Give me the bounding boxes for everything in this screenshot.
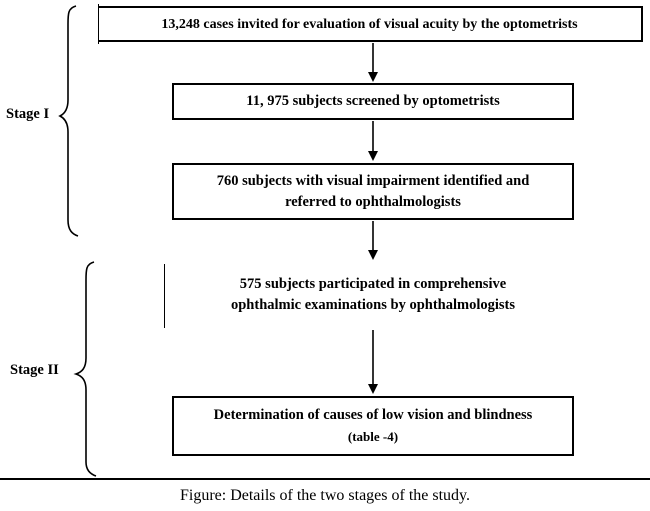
arrowhead-2 xyxy=(368,151,378,161)
screened-subjects-text: 11, 975 subjects screened by optometrist… xyxy=(246,93,500,109)
determination-line2: (table -4) xyxy=(347,429,399,444)
visual-impairment-line1: 760 subjects with visual impairment iden… xyxy=(216,172,530,189)
arrowhead-4 xyxy=(368,384,378,394)
box1-left-bar xyxy=(98,4,99,44)
comprehensive-exam-line2: ophthalmic examinations by ophthalmologi… xyxy=(230,297,515,313)
comprehensive-exam-box: 575 subjects participated in comprehensi… xyxy=(172,262,574,328)
comprehensive-exam-line1: 575 subjects participated in comprehensi… xyxy=(239,276,507,292)
visual-impairment-line2: referred to ophthalmologists xyxy=(285,193,461,210)
figure-caption: Figure: Details of the two stages of the… xyxy=(179,487,471,504)
stage-1-brace xyxy=(58,5,79,237)
stage-2-label: Stage II xyxy=(10,362,59,378)
invited-cases-box: 13,248 cases invited for evaluation of v… xyxy=(98,6,643,42)
visual-impairment-box: 760 subjects with visual impairment iden… xyxy=(172,163,574,220)
arrowhead-1 xyxy=(368,72,378,82)
box4-left-bar xyxy=(164,264,165,328)
stage-2-brace xyxy=(73,261,97,477)
determination-line1: Determination of causes of low vision an… xyxy=(213,407,533,423)
caption-divider xyxy=(0,478,650,480)
invited-cases-text: 13,248 cases invited for evaluation of v… xyxy=(161,16,578,32)
arrowhead-3 xyxy=(368,250,378,260)
stage-1-label: Stage I xyxy=(6,106,50,122)
screened-subjects-box: 11, 975 subjects screened by optometrist… xyxy=(172,83,574,120)
determination-box: Determination of causes of low vision an… xyxy=(172,396,574,456)
